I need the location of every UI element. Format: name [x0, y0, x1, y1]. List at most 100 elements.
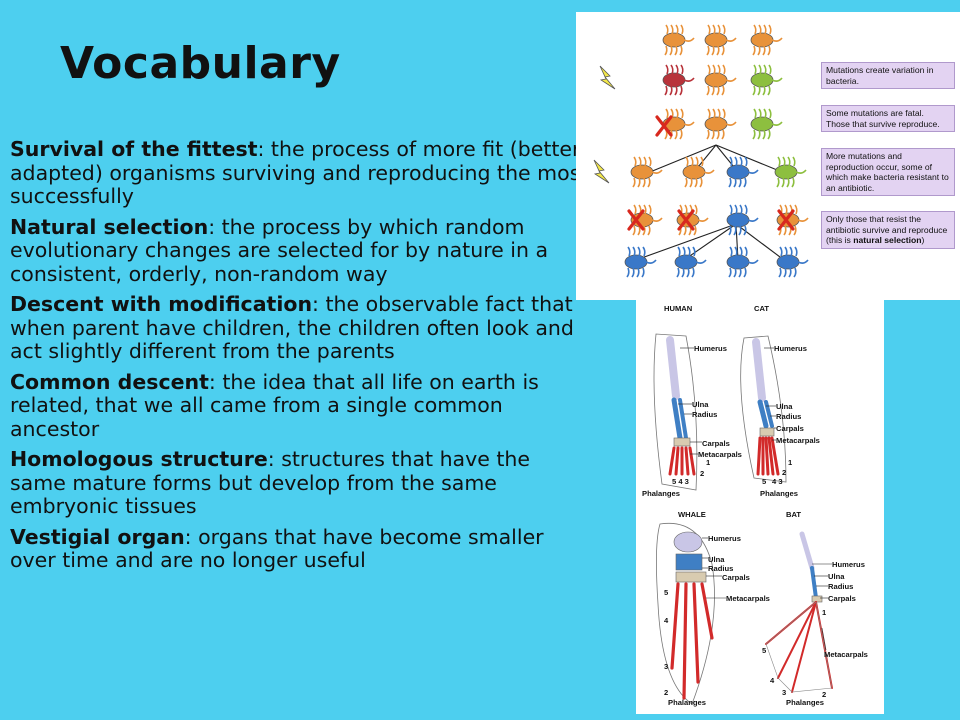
- note-bold-text: natural selection: [853, 235, 922, 245]
- bacterium-icon: [750, 108, 783, 140]
- bacterium-icon: [662, 64, 695, 96]
- human-digit-1: 1: [706, 458, 711, 467]
- bacterium-icon: [704, 24, 737, 56]
- title-cat: CAT: [754, 304, 770, 313]
- lightning-icon: [593, 159, 610, 184]
- cat-phalanx-bone: [770, 436, 780, 476]
- title-whale: WHALE: [678, 510, 706, 519]
- homologous-limbs-figure: HUMAN CAT WHALE BAT Humerus Ulna Radius …: [636, 298, 884, 714]
- x-mark-icon: [777, 209, 795, 231]
- cat-digit-2: 2: [782, 468, 787, 477]
- term-word: Homologous structure: [10, 447, 268, 471]
- note-natural-selection: Only those that resist the antibiotic su…: [821, 211, 955, 249]
- bat-humerus-bone: [799, 531, 815, 571]
- cat-leg-outline: [740, 335, 787, 483]
- vocab-term-common-descent: Common descent: the idea that all life o…: [10, 369, 592, 442]
- bacterium-icon: [726, 204, 759, 236]
- human-digit-2: 2: [700, 469, 705, 478]
- whale-humerus-label: Humerus: [708, 534, 741, 543]
- term-word: Survival of the fittest: [10, 137, 258, 161]
- bacterium-icon: [662, 108, 695, 140]
- bat-digit-5: 5: [762, 646, 767, 655]
- term-definition: : structures that have the same mature f…: [10, 447, 531, 518]
- bat-radius-label: Radius: [828, 582, 854, 591]
- cat-carpals-bone: [759, 427, 775, 437]
- cat-ulna-label: Ulna: [776, 402, 793, 411]
- lineage-line: [635, 223, 737, 261]
- human-phalanges-label: Phalanges: [642, 489, 680, 498]
- leader-line: [821, 627, 827, 651]
- bacterium-icon: [704, 64, 737, 96]
- note-text-end: ): [921, 235, 925, 245]
- whale-phalanx-bone: [670, 582, 680, 670]
- whale-digit-2: 2: [664, 688, 669, 697]
- human-phalanx-bone: [684, 446, 690, 476]
- term-definition: : the observable fact that when parent h…: [10, 292, 574, 363]
- bacterium-icon: [726, 156, 759, 188]
- human-arm-outline: [653, 333, 698, 491]
- bat-wing-membrane: [765, 601, 833, 693]
- x-mark-icon: [627, 209, 645, 231]
- whale-phalanges-label: Phalanges: [668, 698, 706, 707]
- bacterium-icon: [726, 246, 759, 278]
- lineage-line: [649, 144, 717, 173]
- bacterium-icon: [776, 246, 809, 278]
- human-carpals-bone: [673, 437, 691, 447]
- whale-phalanx-bone: [700, 582, 714, 640]
- human-radius-bone: [678, 398, 688, 440]
- vocab-term-descent-modification: Descent with modification: the observabl…: [10, 292, 592, 364]
- human-ulna-bone: [671, 397, 683, 441]
- cat-metacarpals-label: Metacarpals: [776, 436, 820, 445]
- cat-phalanges-label: Phalanges: [760, 489, 798, 498]
- bat-radius-bone: [810, 566, 818, 600]
- vocab-term-natural-selection: Natural selection: the process by which …: [10, 214, 592, 287]
- cat-phalanx-bone: [767, 436, 775, 476]
- human-digits-543: 5 4 3: [672, 477, 689, 486]
- whale-phalanx-bone: [682, 582, 688, 700]
- human-carpals-label: Carpals: [702, 439, 730, 448]
- cat-phalanx-bone: [756, 436, 762, 476]
- cat-humerus-label: Humerus: [774, 344, 807, 353]
- term-word: Descent with modification: [10, 292, 313, 316]
- human-ulna-label: Ulna: [692, 400, 709, 409]
- term-definition: : the process of more fit (better adapte…: [10, 137, 589, 208]
- bat-ulna-label: Ulna: [828, 572, 845, 581]
- cat-phalanx-bone: [764, 436, 770, 476]
- slide-title: Vocabulary: [60, 38, 341, 89]
- cat-carpals-label: Carpals: [776, 424, 804, 433]
- human-phalanx-bone: [674, 446, 680, 476]
- term-definition: : the idea that all life on earth is rel…: [10, 369, 539, 441]
- cat-humerus-bone: [752, 338, 766, 402]
- bat-phalanges-label: Phalanges: [786, 698, 824, 707]
- bat-carpals-bone: [811, 595, 823, 603]
- cat-digit-1: 1: [788, 458, 793, 467]
- whale-digit-5: 5: [664, 588, 669, 597]
- human-metacarpals-label: Metacarpals: [698, 450, 742, 459]
- bat-phalanx-bone: [791, 601, 817, 693]
- human-phalanx-bone: [668, 446, 676, 476]
- bacterium-icon: [774, 156, 807, 188]
- lightning-icon: [599, 65, 616, 90]
- whale-phalanx-bone: [692, 582, 700, 684]
- title-human: HUMAN: [664, 304, 693, 313]
- cat-digits-43: 4 3: [772, 477, 783, 486]
- bat-phalanx-bone: [777, 601, 817, 679]
- whale-ulna-label: Ulna: [708, 555, 725, 564]
- whale-digit-3: 3: [664, 662, 669, 671]
- x-mark-icon: [655, 115, 673, 137]
- note-resistant: More mutations and reproduction occur, s…: [821, 148, 955, 196]
- vocab-term-survival: Survival of the fittest: the process of …: [10, 137, 592, 209]
- x-mark-icon: [677, 209, 695, 231]
- human-humerus-bone: [666, 336, 680, 400]
- whale-ulna-radius-bone: [675, 553, 703, 571]
- bat-carpals-label: Carpals: [828, 594, 856, 603]
- cat-digit-5: 5: [762, 477, 767, 486]
- human-humerus-label: Humerus: [694, 344, 727, 353]
- term-word: Natural selection: [10, 214, 209, 239]
- human-phalanx-bone: [688, 446, 696, 476]
- limb-bones-illustration: [653, 333, 833, 705]
- whale-radius-label: Radius: [708, 564, 734, 573]
- bat-humerus-label: Humerus: [832, 560, 865, 569]
- bat-digit-1: 1: [822, 608, 827, 617]
- bacteria-selection-figure: Mutations create variation in bacteria. …: [576, 12, 960, 300]
